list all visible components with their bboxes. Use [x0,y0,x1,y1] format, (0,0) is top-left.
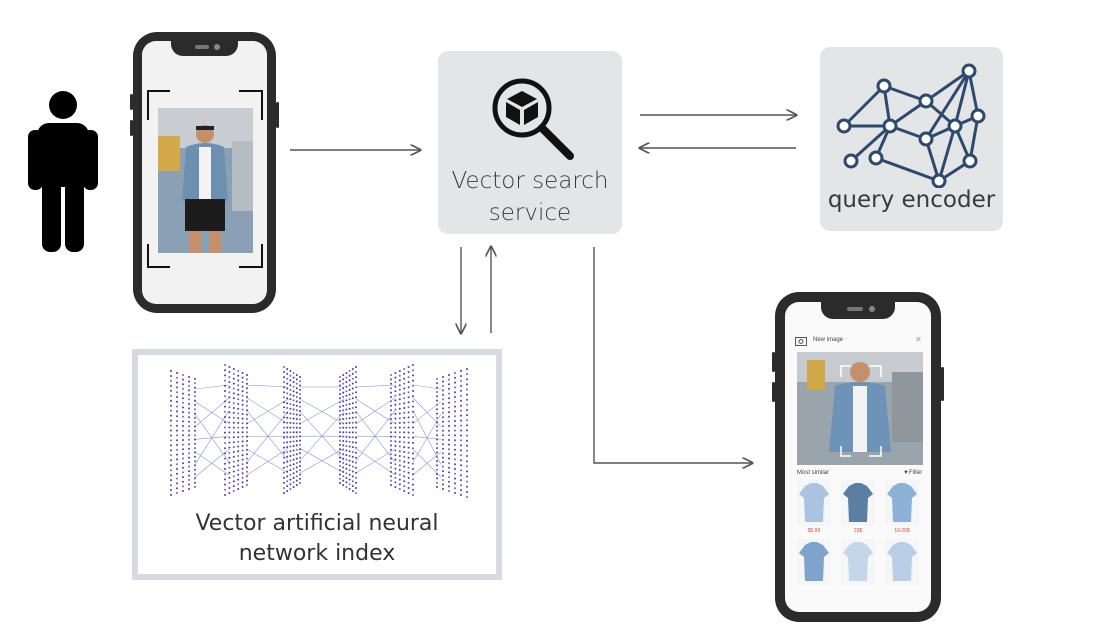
query-photo [797,352,923,465]
product-thumb-4[interactable] [797,539,831,585]
index-label-line2: network index [238,541,396,566]
encoder-label: query encoder [827,187,996,213]
product-thumb-2[interactable] [841,480,875,526]
service-label-line2: service [488,200,572,226]
product-price-1: $5.99 [807,528,821,534]
filter-label: Filter [908,470,923,476]
vector-search-service-box: Vector search service [438,51,622,234]
results-phone: New image ✕ Most similar ▼Filter [772,292,944,622]
neural-network-layers [170,364,468,498]
query-phone [130,32,279,313]
product-thumb-3[interactable] [885,480,919,526]
magnifier-with-cube-icon [492,78,574,160]
camera-icon[interactable] [795,336,807,346]
service-label-line1: Vector search [451,168,609,194]
vector-index-box: Vector artificial neural network index [132,349,502,580]
query-encoder-box: query encoder [820,47,1003,231]
product-thumb-6[interactable] [885,539,919,585]
index-label-line1: Vector artificial neural [195,511,439,536]
product-thumb-5[interactable] [841,539,875,585]
person-icon [28,90,98,252]
product-thumb-1[interactable] [797,480,831,526]
most-similar-label: Most similar [797,470,830,476]
close-icon[interactable]: ✕ [915,335,922,344]
product-price-2: 23$ [853,528,863,534]
new-image-label: New image [813,337,844,343]
product-price-3: 19.20$ [894,528,910,534]
graph-network-icon [836,63,986,188]
filter-button[interactable]: ▼Filter [903,470,923,476]
camera-frame-photo [147,90,263,268]
